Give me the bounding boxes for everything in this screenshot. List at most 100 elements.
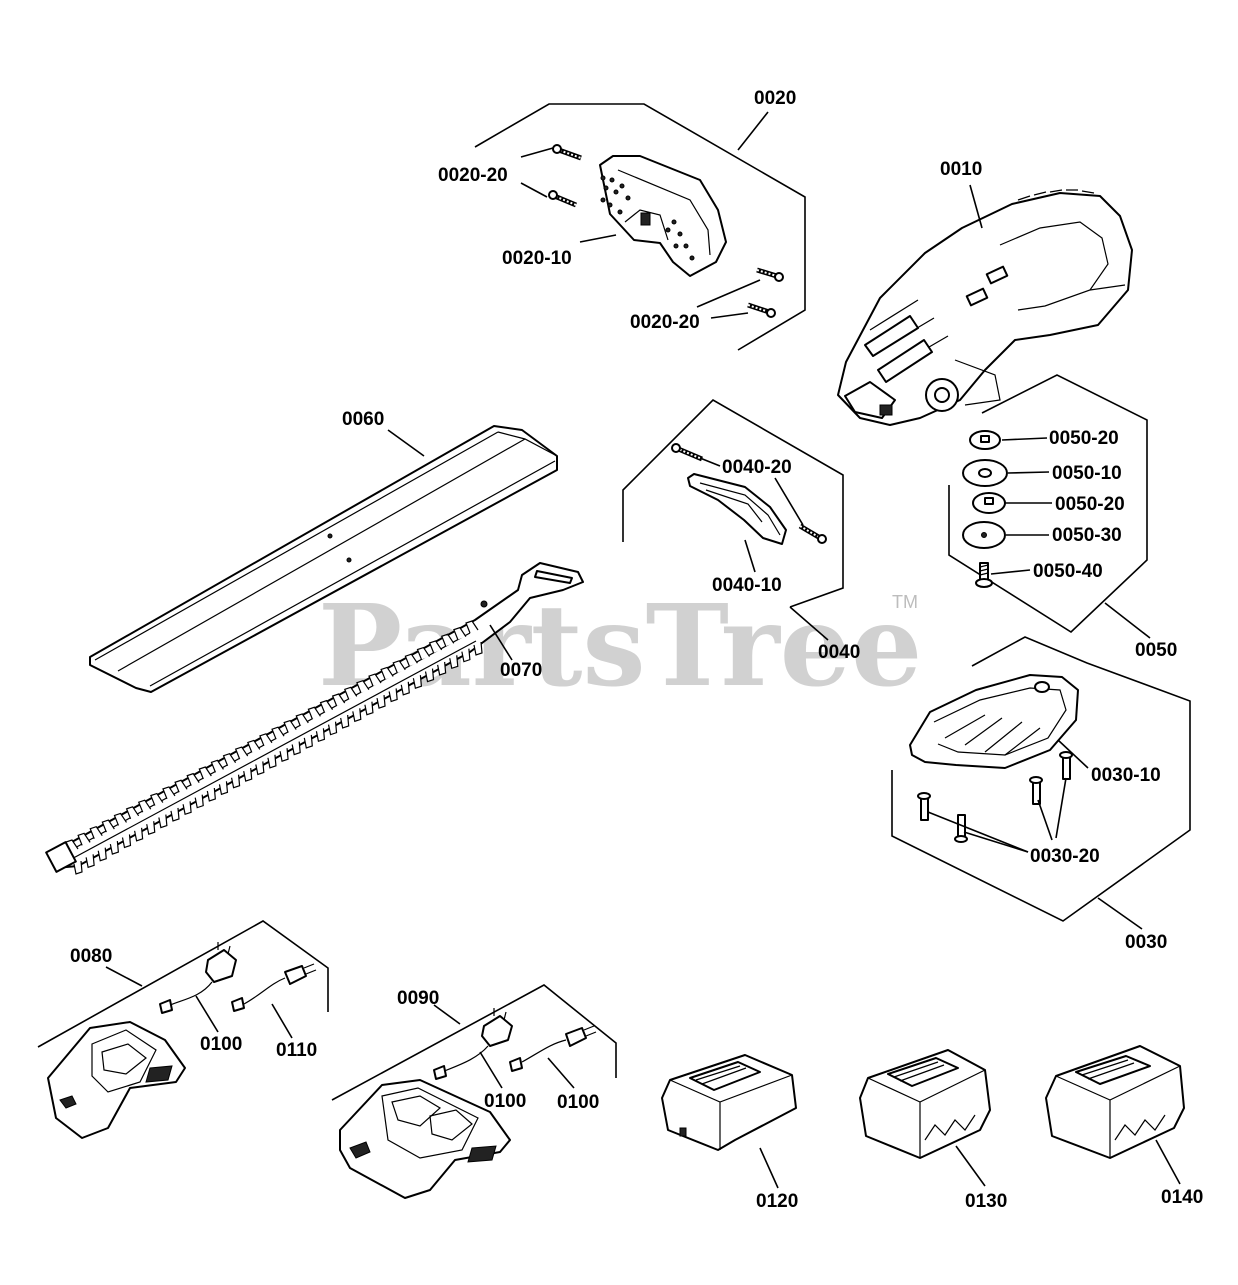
label-0140: 0140	[1161, 1187, 1203, 1208]
group-outline-0090	[331, 984, 617, 1101]
washer-0050-30	[962, 521, 1006, 549]
blade-tooth-lower	[437, 661, 447, 676]
blade-tooth-lower	[158, 814, 168, 829]
blade-tooth-upper	[453, 626, 467, 640]
blade-tooth-lower	[376, 695, 386, 709]
label-0050-10: 0050-10	[1052, 463, 1122, 484]
blade-tooth-upper	[404, 653, 418, 667]
charger-0080	[47, 1021, 186, 1139]
label-0100-a: 0100	[200, 1034, 242, 1055]
blade-tooth-lower	[230, 774, 241, 789]
blade-tooth-upper	[113, 812, 127, 826]
bolt-0050-40	[975, 562, 993, 588]
blade-tooth-lower	[340, 714, 350, 729]
label-0100-b: 0100	[484, 1091, 526, 1112]
blade-tooth-upper	[162, 786, 176, 800]
blade-tooth-upper	[295, 713, 309, 727]
label-0050-30: 0050-30	[1052, 525, 1122, 546]
blade-tooth-upper	[222, 753, 237, 766]
blade-tooth-upper	[125, 806, 140, 820]
blade-tooth-lower	[327, 721, 338, 736]
screw-0020-20-a	[552, 144, 582, 161]
group-outline-0080	[37, 920, 329, 1048]
blade-tooth-lower	[73, 860, 83, 875]
blade-tooth-upper	[319, 699, 334, 713]
group-outline-0030	[891, 636, 1191, 922]
label-0070: 0070	[500, 660, 542, 681]
blade-tooth-lower	[461, 648, 471, 663]
label-0090: 0090	[397, 988, 439, 1009]
blade-tooth-lower	[424, 668, 435, 683]
screw-0040-20-a	[671, 443, 703, 462]
group-outline-0020	[474, 103, 806, 351]
label-0080: 0080	[70, 946, 112, 967]
blade-tooth-lower	[182, 801, 192, 816]
label-0050-40: 0050-40	[1033, 561, 1103, 582]
blade-tooth-upper	[234, 746, 249, 760]
blade-tooth-lower	[243, 768, 253, 782]
label-0030: 0030	[1125, 932, 1167, 953]
blade-tooth-upper	[283, 719, 297, 733]
blade-tooth-lower	[194, 794, 204, 809]
blade-tooth-upper	[392, 660, 406, 674]
label-0020-20-bottom: 0020-20	[630, 312, 700, 333]
blade-tooth-lower	[279, 748, 289, 762]
blade-tooth-lower	[218, 781, 229, 796]
blade-tooth-upper	[174, 779, 188, 793]
bottom-cover-0030-10	[909, 674, 1079, 769]
blade-tooth-upper	[247, 739, 261, 753]
battery-0130	[859, 1049, 991, 1159]
label-0040: 0040	[818, 642, 860, 663]
leader-lines	[105, 111, 1181, 1189]
watermark-text: PartsTree	[318, 581, 922, 712]
label-0050-20-bottom: 0050-20	[1055, 494, 1125, 515]
screw-0040-20-b	[798, 523, 827, 544]
blade-tooth-lower	[97, 847, 107, 862]
blade-tooth-lower	[291, 741, 301, 756]
blade-tooth-upper	[101, 819, 115, 833]
label-0020: 0020	[754, 88, 796, 109]
watermark-tm: TM	[892, 592, 918, 612]
blade-tooth-upper	[368, 673, 382, 687]
label-0030-10: 0030-10	[1091, 765, 1161, 786]
screw-0020-20-b	[548, 190, 577, 208]
blade-tooth-lower	[134, 827, 144, 842]
washer-0050-10	[962, 459, 1008, 487]
blade-cover-0060	[89, 425, 558, 693]
hedge-blade-0070	[45, 562, 584, 875]
guard-cover-0020-10	[599, 155, 727, 277]
washer-0050-20-bottom	[972, 492, 1006, 514]
label-0020-20-top: 0020-20	[438, 165, 508, 186]
blade-tooth-lower	[146, 821, 156, 835]
label-0060: 0060	[342, 409, 384, 430]
blade-tooth-lower	[121, 834, 132, 849]
blade-guide-0040-10	[687, 473, 787, 545]
blade-tooth-lower	[449, 655, 459, 670]
charger-0090	[339, 1079, 511, 1199]
plug-adapter-0100-a	[159, 942, 237, 1014]
blade-tooth-upper	[137, 799, 152, 813]
screws-0030-20	[917, 751, 1073, 843]
washer-0050-20-top	[969, 430, 1001, 450]
blade-tooth-upper	[89, 826, 103, 839]
blade-tooth-upper	[356, 680, 370, 693]
screw-0020-20-d	[747, 302, 776, 318]
group-outline-0040	[622, 399, 844, 608]
blade-tooth-lower	[109, 841, 120, 855]
blade-tooth-upper	[198, 766, 212, 780]
label-0020-10: 0020-10	[502, 248, 572, 269]
blade-tooth-upper	[150, 792, 164, 806]
blade-tooth-upper	[259, 733, 273, 747]
label-0030-20: 0030-20	[1030, 846, 1100, 867]
blade-tooth-lower	[400, 681, 410, 696]
cord-0110	[231, 963, 317, 1012]
blade-tooth-upper	[380, 666, 394, 680]
label-0050: 0050	[1135, 640, 1177, 661]
label-0040-20: 0040-20	[722, 457, 792, 478]
label-0050-20-top: 0050-20	[1049, 428, 1119, 449]
screw-0020-20-c	[756, 267, 784, 282]
blade-tooth-lower	[267, 754, 277, 769]
battery-0120	[661, 1054, 797, 1151]
blade-tooth-upper	[416, 646, 431, 660]
